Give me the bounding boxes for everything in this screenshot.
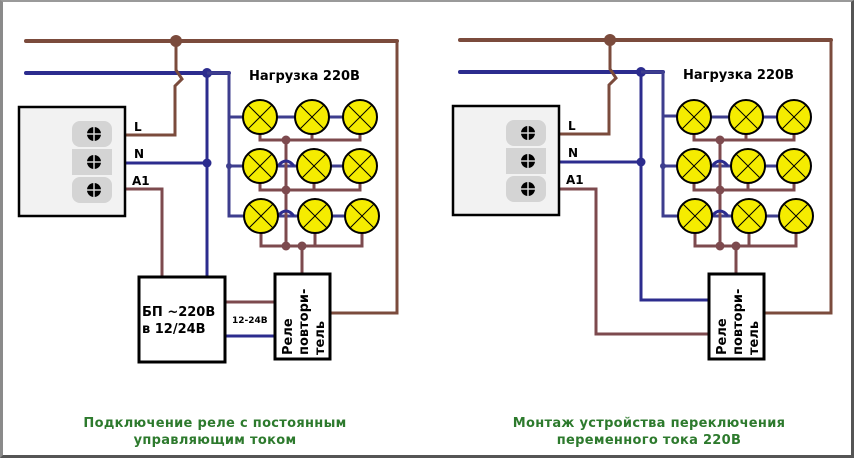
- lamp-icon: [242, 148, 278, 184]
- lamp-icon: [243, 198, 279, 234]
- terminal-label-N: N: [568, 146, 578, 160]
- caption-line1: Подключение реле с постоянным: [83, 416, 346, 431]
- screw-terminal-icon: [506, 148, 546, 174]
- wire-junction-dot: [281, 241, 291, 251]
- lamp-icon: [776, 99, 812, 135]
- lamp-icon: [776, 148, 812, 184]
- lamp-return-bus: [258, 183, 362, 192]
- lamp-return-bus: [693, 233, 798, 248]
- switch-terminals: [72, 121, 112, 203]
- psu-label-line2: в 12/24В: [142, 322, 206, 337]
- load-label: Нагрузка 220В: [249, 69, 360, 84]
- lamp-grid-left: [242, 99, 380, 251]
- lamp-icon: [296, 148, 332, 184]
- screw-terminal-icon: [506, 120, 546, 146]
- lamp-icon: [342, 148, 378, 184]
- relay-label-line3: тель: [747, 321, 762, 355]
- switch-A1-wire: [546, 187, 709, 336]
- switch-L-wire: [546, 40, 618, 136]
- lamp-icon: [677, 198, 713, 234]
- lamp-icon: [344, 198, 380, 234]
- lamp-return-bus: [692, 134, 796, 142]
- lamp-icon: [342, 99, 378, 135]
- lamp-return-bus: [258, 134, 362, 142]
- screw-terminal-icon: [506, 176, 546, 202]
- caption-line1: Монтаж устройства переключения: [513, 416, 786, 431]
- relay-box: [707, 272, 766, 361]
- relay-box: [273, 272, 332, 361]
- phase-to-relay-wire: [330, 41, 399, 315]
- load-label: Нагрузка 220В: [683, 68, 794, 83]
- power-supply-box: [137, 275, 227, 364]
- lamp-icon: [676, 99, 712, 135]
- lamp-icon: [676, 148, 712, 184]
- lamp-return-bus: [692, 183, 796, 192]
- relay-label-line3: тель: [313, 321, 328, 355]
- lamp-icon: [294, 99, 330, 135]
- lamp-return-bus: [259, 233, 364, 248]
- relay-label-line1: Реле: [715, 318, 730, 355]
- psu-label-line1: БП ~220В: [142, 305, 215, 320]
- wire-junction-dot: [281, 135, 291, 145]
- relay-label-line1: Реле: [281, 318, 296, 355]
- terminal-label-L: L: [568, 119, 576, 133]
- lamp-neutral-dot: [660, 163, 666, 169]
- lamp-neutral-feed: [207, 71, 244, 218]
- relay-label-line2: повтори-: [297, 289, 312, 355]
- lamp-icon: [297, 198, 333, 234]
- relay-label-line2: повтори-: [731, 289, 746, 355]
- wire-crossover-hop: [710, 209, 730, 217]
- left-diagram: L N A1 Нагрузка 220В БП ~220В в 12/24В 1…: [17, 35, 399, 448]
- lamp-icon: [731, 198, 767, 234]
- switch-L-wire: [112, 41, 184, 137]
- lamp-grid-right: [676, 99, 814, 251]
- lamp-icon: [730, 148, 766, 184]
- terminal-label-N: N: [134, 147, 144, 161]
- dc-voltage-label: 12-24В: [232, 316, 268, 326]
- lamp-neutral-dot: [226, 163, 232, 169]
- lamp-icon: [778, 198, 814, 234]
- switch-N-junction: [202, 158, 212, 168]
- neutral-to-relay-wire: [639, 72, 709, 302]
- screw-terminal-icon: [72, 121, 112, 147]
- lamp-icon: [728, 99, 764, 135]
- wire-junction-dot: [281, 185, 291, 195]
- switch-A1-wire: [112, 187, 164, 277]
- caption-line2: переменного тока 220В: [557, 433, 741, 448]
- wire-junction-dot: [715, 135, 725, 145]
- terminal-label-A1: A1: [132, 174, 150, 188]
- terminal-label-A1: A1: [566, 173, 584, 187]
- switch-terminals: [506, 120, 546, 202]
- lamp-icon: [242, 99, 278, 135]
- caption-line2: управляющим током: [134, 433, 297, 448]
- lamp-neutral-feed: [641, 70, 678, 218]
- wire-crossover-hop: [276, 209, 296, 217]
- screw-terminal-icon: [72, 177, 112, 203]
- right-diagram: L N A1 Нагрузка 220В Реле повтори- тель …: [451, 34, 833, 448]
- wire-crossover-hop: [710, 159, 730, 167]
- terminal-label-L: L: [134, 120, 142, 134]
- screw-terminal-icon: [72, 149, 112, 175]
- phase-to-relay-wire: [764, 40, 833, 315]
- wire-junction-dot: [715, 185, 725, 195]
- wire-junction-dot: [715, 241, 725, 251]
- switch-N-junction: [636, 157, 646, 167]
- wire-crossover-hop: [276, 159, 296, 167]
